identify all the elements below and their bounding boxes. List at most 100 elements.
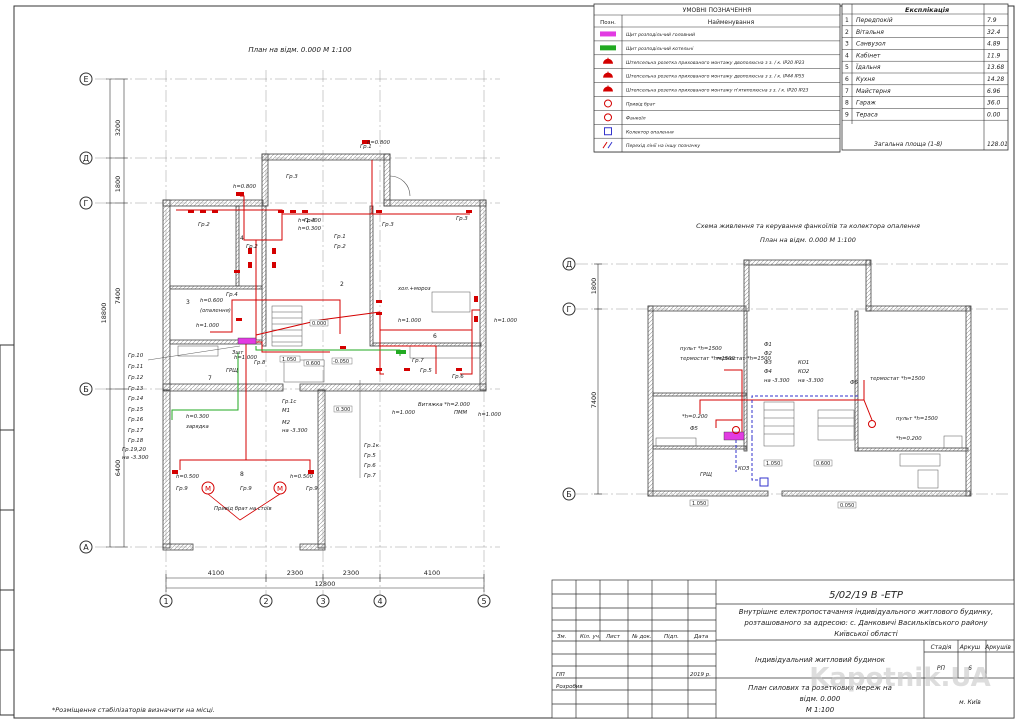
svg-text:А: А — [83, 543, 89, 552]
svg-text:Підп.: Підп. — [664, 634, 679, 640]
legend-row: Перехід лінії на іншу позначку — [594, 141, 840, 153]
svg-text:КО1: КО1 — [798, 360, 809, 366]
scheme-level-marks: 1.050 0.600 0.050 1.050 — [689, 459, 857, 509]
svg-text:на -3.300: на -3.300 — [282, 428, 308, 434]
footnote: *Розміщення стабілізаторів визначити на … — [52, 706, 215, 714]
boiler-panel — [396, 350, 406, 354]
svg-text:1: 1 — [163, 597, 168, 606]
svg-text:Е: Е — [83, 75, 88, 84]
axis-marker-col: 4 — [373, 594, 387, 608]
stage-value: РП — [937, 665, 946, 672]
svg-text:h=1.000: h=1.000 — [392, 410, 416, 416]
svg-text:h=1.000: h=1.000 — [196, 323, 220, 329]
svg-text:Лист: Лист — [605, 634, 621, 640]
svg-text:на -3.300: на -3.300 — [764, 378, 790, 384]
legend-row: Щит розподільчий котельні — [594, 45, 840, 56]
svg-text:Гр.8: Гр.8 — [254, 360, 266, 366]
scheme-labels: пульт *h=1500 термостат *h=1500 термоста… — [680, 342, 938, 478]
explication-total-label: Загальна площа (1-8) — [874, 141, 942, 148]
dim-horizontal-total: 12800 — [315, 580, 336, 588]
svg-text:на -3.300: на -3.300 — [798, 378, 824, 384]
explication-title: Експлікація — [905, 6, 949, 14]
legend-row-label: Щит розподільчий котельні — [626, 46, 694, 52]
legend-row: Щит розподільчий головний — [594, 31, 840, 42]
svg-text:пульт *h=1500: пульт *h=1500 — [680, 346, 722, 352]
svg-text:Д: Д — [566, 260, 572, 269]
svg-text:0.600: 0.600 — [816, 461, 830, 467]
legend-row: Штепсельна розетка прихованого монтажу п… — [594, 85, 840, 97]
svg-text:термостат *h=1500: термостат *h=1500 — [716, 356, 772, 362]
explication-area: 0.00 — [987, 111, 1001, 118]
svg-text:на -3.300: на -3.300 — [122, 455, 149, 461]
sheet-value: 6 — [968, 665, 972, 672]
dim-horizontal: 4100 — [208, 569, 225, 577]
svg-text:Гр.3: Гр.3 — [382, 222, 394, 228]
svg-text:Гр.5: Гр.5 — [364, 453, 376, 459]
scheme-wiring-blue — [735, 395, 858, 481]
explication-room-name: Тераса — [856, 111, 878, 118]
building-name: Індивідуальний житловий будинок — [755, 656, 886, 664]
svg-text:1.050: 1.050 — [692, 501, 706, 507]
explication-room-name: Їдальня — [856, 64, 881, 71]
plan-notes: h=0.800 h=0.800 h=1.400 h=0.300 h=0.600 … — [176, 140, 518, 512]
title-block — [551, 579, 1015, 719]
svg-text:h=0.500: h=0.500 — [176, 474, 200, 480]
axis-marker-row: Б — [79, 382, 93, 396]
explication-area: 14.28 — [987, 76, 1004, 83]
svg-text:Гр.2: Гр.2 — [198, 222, 210, 228]
main-plan-title: План на відм. 0.000 М 1:100 — [248, 46, 352, 54]
svg-text:Гр.9: Гр.9 — [176, 486, 188, 492]
group-labels-bottom: Гр.1к Гр.5 Гр.6 Гр.7 — [364, 443, 380, 479]
svg-text:ПММ: ПММ — [454, 410, 468, 416]
svg-text:Гр.7: Гр.7 — [364, 473, 376, 479]
svg-text:h=1.000: h=1.000 — [478, 412, 502, 418]
explication-area: 32.4 — [987, 29, 1001, 36]
svg-text:Гр.15: Гр.15 — [128, 407, 144, 413]
svg-text:h=1.000: h=1.000 — [234, 355, 258, 361]
legend-row: Фанкоїл — [594, 113, 840, 125]
legend-row: Штепсельна розетка прихованого монтажу д… — [594, 71, 840, 83]
svg-text:*h=0.200: *h=0.200 — [682, 414, 708, 420]
svg-text:пульт *h=1500: пульт *h=1500 — [896, 416, 938, 422]
kitchen-fixtures — [177, 291, 481, 359]
svg-text:Ф1: Ф1 — [764, 342, 772, 348]
svg-text:h=0.300: h=0.300 — [186, 414, 210, 420]
green-panel-bar-icon — [600, 45, 616, 51]
svg-text:M: M — [277, 485, 283, 493]
project-title: Внутрішнє електропостачання індивідуальн… — [739, 608, 993, 638]
svg-text:Ф4: Ф4 — [764, 369, 772, 375]
svg-text:М1: М1 — [282, 408, 290, 414]
svg-text:Дата: Дата — [693, 634, 709, 640]
axis-marker-row: А — [79, 540, 93, 554]
legend-col-symbol: Позн. — [600, 20, 616, 26]
city: м. Київ — [959, 699, 981, 706]
svg-text:Внутрішнє електропостачання ін: Внутрішнє електропостачання індивідуальн… — [739, 608, 993, 616]
legend-row-label: Щит розподільчий головний — [626, 32, 695, 38]
sheets-label: Аркушів — [984, 644, 1011, 651]
svg-text:Зм.: Зм. — [557, 634, 567, 640]
svg-text:h=0.600: h=0.600 — [200, 298, 224, 304]
scheme-dim: 7400 — [590, 392, 598, 409]
axis-marker-col: 2 — [259, 594, 273, 608]
heating-collector-icon — [759, 477, 769, 487]
svg-text:0.000: 0.000 — [312, 321, 326, 327]
explication-area: 11.9 — [987, 52, 1001, 59]
svg-text:Б: Б — [83, 385, 89, 394]
svg-text:M: M — [205, 485, 211, 493]
scheme-wiring-red — [699, 369, 873, 438]
svg-text:1.050: 1.050 — [282, 357, 296, 363]
scheme-main-panel — [723, 431, 745, 441]
svg-text:h=0.300: h=0.300 — [298, 226, 322, 232]
svg-text:Розробив: Розробив — [556, 684, 583, 690]
scheme-stairs — [655, 401, 963, 489]
socket-icons-main — [172, 140, 478, 474]
svg-text:Б: Б — [566, 490, 572, 499]
svg-text:Гр.3: Гр.3 — [456, 216, 468, 222]
dim-vertical: 7400 — [114, 288, 122, 305]
horizontal-dimension-chain — [165, 574, 485, 592]
svg-text:Гр.1к: Гр.1к — [364, 443, 380, 449]
line-transition-icon — [602, 141, 613, 149]
